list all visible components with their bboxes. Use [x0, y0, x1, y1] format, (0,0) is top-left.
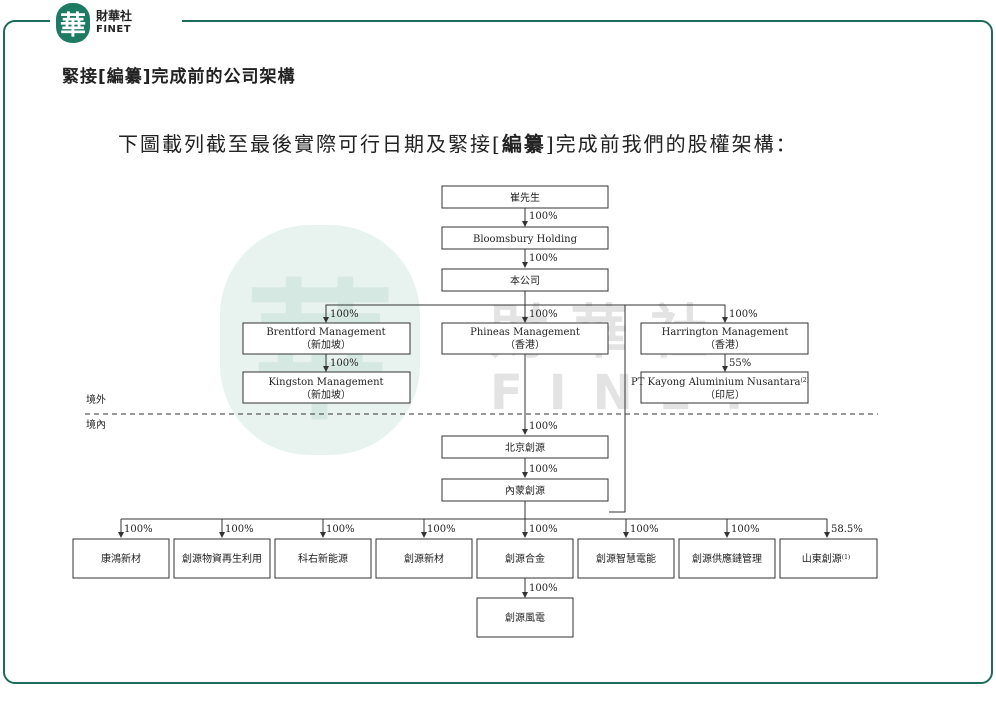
stake-bloomsbury-company: 100%	[529, 253, 558, 264]
svg-text:創源合金: 創源合金	[505, 552, 545, 565]
stake-labels: 100% 100% 100% 100% 100% 100% 55% 100% 1…	[124, 211, 863, 594]
finet-logo: 華 財華社 FINET	[50, 2, 182, 44]
intro-paragraph: 下圖載列截至最後實際可行日期及緊接[編纂]完成前我們的股權架構：	[118, 128, 798, 157]
svg-text:本公司: 本公司	[510, 274, 540, 287]
intro-prefix: 下圖載列截至最後實際可行日期及緊接[	[118, 132, 502, 156]
node-hejin: 創源合金	[476, 538, 574, 579]
node-bloomsbury: Bloomsbury Holding	[441, 226, 609, 250]
node-kingston: Kingston Management （新加坡）	[242, 371, 411, 404]
svg-text:PT Kayong Aluminium Nusantara(: PT Kayong Aluminium Nusantara(2)	[631, 377, 809, 388]
node-brentford: Brentford Management （新加坡）	[242, 322, 411, 355]
svg-text:Harrington Management: Harrington Management	[662, 327, 789, 338]
svg-text:創源物資再生利用: 創源物資再生利用	[182, 552, 262, 565]
node-ptkayong: PT Kayong Aluminium Nusantara(2) （印尼）	[631, 371, 809, 404]
stake-neimeng-wuzi: 100%	[225, 524, 254, 535]
svg-text:Kingston Management: Kingston Management	[268, 377, 383, 388]
section-title: 緊接[編纂]完成前的公司架構	[62, 67, 296, 87]
stake-hejin-fengdian: 100%	[529, 583, 558, 594]
svg-text:Bloomsbury Holding: Bloomsbury Holding	[473, 234, 578, 245]
onshore-label: 境內	[86, 418, 106, 431]
stake-beijing-neimeng: 100%	[529, 464, 558, 475]
stake-phineas-beijing: 100%	[529, 421, 558, 432]
svg-text:Phineas Management: Phineas Management	[470, 327, 580, 338]
svg-text:康鴻新材: 康鴻新材	[101, 552, 141, 565]
node-neimeng: 內蒙創源	[441, 478, 609, 502]
svg-text:（印尼）: （印尼）	[705, 389, 745, 401]
node-company: 本公司	[441, 268, 609, 292]
node-harrington: Harrington Management （香港）	[640, 322, 809, 355]
svg-text:創源智慧電能: 創源智慧電能	[596, 552, 656, 565]
stake-neimeng-gongying: 100%	[731, 524, 760, 535]
svg-text:（香港）: （香港）	[505, 339, 545, 351]
svg-text:科右新能源: 科右新能源	[298, 552, 348, 565]
svg-text:創源供應鏈管理: 創源供應鏈管理	[692, 552, 762, 565]
svg-text:內蒙創源: 內蒙創源	[505, 484, 545, 497]
svg-text:創源風電: 創源風電	[505, 611, 545, 624]
intro-bold: 編纂	[501, 132, 546, 156]
svg-text:Brentford Management: Brentford Management	[266, 327, 385, 338]
connectors	[118, 208, 830, 598]
svg-text:崔先生: 崔先生	[510, 191, 540, 204]
node-shandong: 山東創源(1)	[779, 538, 878, 579]
node-fengdian: 創源風電	[476, 597, 574, 638]
finet-logo-icon: 華	[56, 3, 90, 43]
svg-text:（香港）: （香港）	[705, 339, 745, 351]
node-zhihui: 創源智慧電能	[577, 538, 675, 579]
stake-neimeng-keyou: 100%	[326, 524, 355, 535]
stake-neimeng-hejin: 100%	[529, 524, 558, 535]
node-beijing: 北京創源	[441, 435, 609, 459]
logo-cn: 財華社	[96, 9, 133, 23]
svg-text:（新加坡）: （新加坡）	[301, 338, 351, 351]
node-wuzi: 創源物資再生利用	[173, 538, 271, 579]
svg-text:創源新材: 創源新材	[404, 552, 444, 565]
stake-harrington-ptkayong: 55%	[729, 358, 751, 369]
logo-en: FINET	[96, 24, 132, 35]
intro-suffix: ]完成前我們的股權架構：	[545, 132, 798, 156]
stake-neimeng-kanghong: 100%	[124, 524, 153, 535]
edge-company-brentford	[323, 304, 525, 323]
node-cui: 崔先生	[441, 185, 609, 209]
stake-brentford-kingston: 100%	[330, 358, 359, 369]
node-phineas: Phineas Management （香港）	[441, 322, 609, 355]
node-keyou: 科右新能源	[274, 538, 372, 579]
edge-harrington-neimeng	[609, 305, 626, 513]
node-gongying: 創源供應鏈管理	[678, 538, 776, 579]
node-xincai: 創源新材	[375, 538, 473, 579]
stake-cui-bloomsbury: 100%	[529, 211, 558, 222]
edge-company-harrington	[525, 304, 728, 323]
stake-neimeng-xincai: 100%	[427, 524, 456, 535]
stake-company-harrington: 100%	[729, 309, 758, 320]
svg-text:（新加坡）: （新加坡）	[301, 388, 351, 401]
offshore-label: 境外	[86, 393, 106, 406]
stake-neimeng-zhihui: 100%	[630, 524, 659, 535]
stake-company-brentford: 100%	[330, 309, 359, 320]
stake-company-phineas: 100%	[529, 309, 558, 320]
logo-text: 財華社 FINET	[96, 10, 132, 36]
node-kanghong: 康鴻新材	[72, 538, 170, 579]
svg-text:北京創源: 北京創源	[505, 441, 545, 454]
stake-neimeng-shandong: 58.5%	[831, 524, 863, 535]
svg-text:山東創源(1): 山東創源(1)	[802, 552, 851, 565]
